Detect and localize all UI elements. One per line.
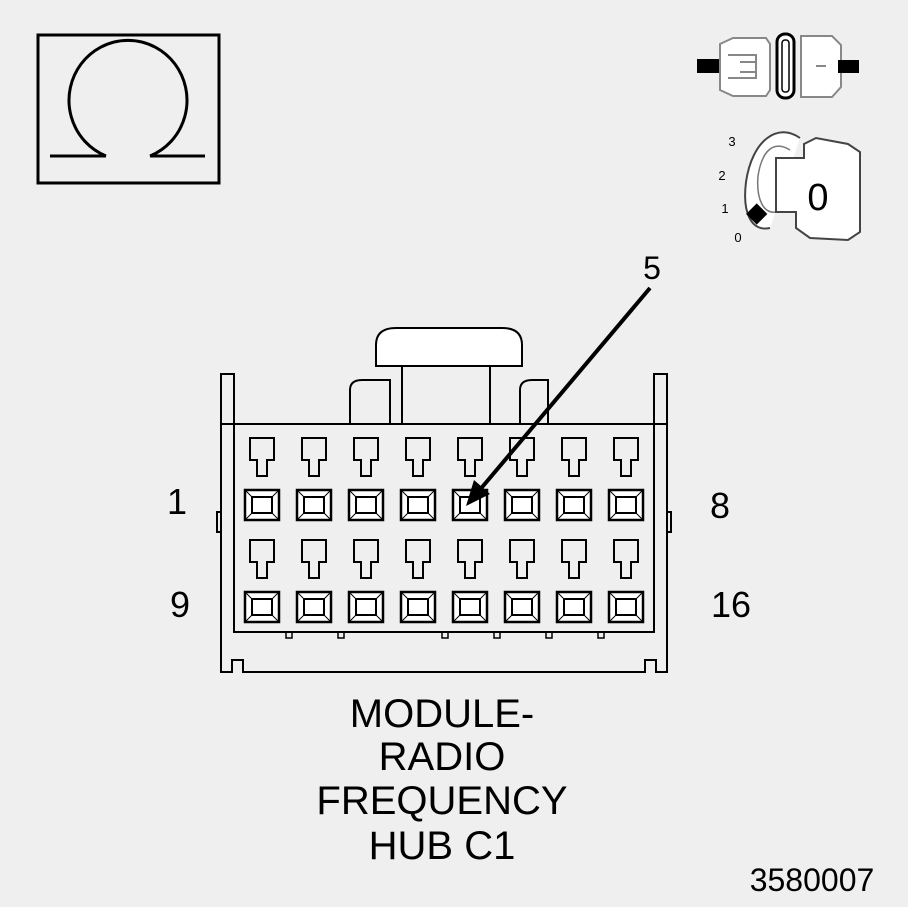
pin-label-9: 9 — [170, 584, 190, 625]
pin-cavity-4 — [399, 488, 437, 522]
housing-notch — [597, 631, 605, 639]
pin-terminal-key — [457, 539, 483, 579]
pin-cavity-9 — [243, 590, 281, 624]
pin-terminal-key — [509, 437, 535, 477]
pin-terminal-key — [613, 539, 639, 579]
pin-terminal-key — [613, 437, 639, 477]
ignition-position-3: 3 — [728, 134, 735, 149]
housing-notch — [337, 631, 345, 639]
pin-cavity-6 — [503, 488, 541, 522]
pin-terminal-key — [249, 437, 275, 477]
pin-cavity-15 — [555, 590, 593, 624]
pin-terminal-key — [353, 539, 379, 579]
pin-terminal-key — [457, 437, 483, 477]
ignition-position-2: 2 — [718, 168, 725, 183]
pin-cavity-10 — [295, 590, 333, 624]
housing-notch — [441, 631, 449, 639]
figure-id: 3580007 — [750, 862, 875, 898]
pin-terminal-key — [561, 437, 587, 477]
housing-notch — [285, 631, 293, 639]
pin-cavity-13 — [451, 590, 489, 624]
pin-terminal-key — [301, 437, 327, 477]
disconnected-connector-icon — [697, 32, 859, 100]
pin-terminal-key — [249, 539, 275, 579]
pin-label-8: 8 — [710, 485, 730, 526]
title-line-1: MODULE- — [350, 692, 534, 736]
pin-terminal-key — [353, 437, 379, 477]
ignition-position-0: 0 — [734, 230, 741, 245]
ignition-key-icon: 0 3 2 1 0 — [718, 131, 861, 245]
pin-cavity-16 — [607, 590, 645, 624]
title-line-4: HUB C1 — [369, 824, 516, 868]
connector-title: MODULE- RADIO FREQUENCY HUB C1 — [316, 692, 567, 868]
pin-terminal-key — [405, 539, 431, 579]
title-line-2: RADIO — [379, 735, 506, 779]
pin-terminal-key — [301, 539, 327, 579]
housing-notch — [545, 631, 553, 639]
ignition-position-1: 1 — [721, 201, 728, 216]
pin-cavity-1 — [243, 488, 281, 522]
pin-cavity-3 — [347, 488, 385, 522]
pin-cavity-14 — [503, 590, 541, 624]
pin-cavity-12 — [399, 590, 437, 624]
pin-terminal-key — [509, 539, 535, 579]
pin-cavity-2 — [295, 488, 333, 522]
pin-label-1: 1 — [167, 481, 187, 522]
ohmmeter-icon — [36, 33, 221, 185]
pin-cavity-11 — [347, 590, 385, 624]
title-line-3: FREQUENCY — [316, 779, 567, 823]
pin-terminal-key — [561, 539, 587, 579]
connector-pin-grid — [243, 437, 645, 639]
pin-label-16: 16 — [711, 584, 751, 625]
callout-arrow — [466, 286, 652, 506]
pin-terminal-key — [405, 437, 431, 477]
connector-housing — [216, 327, 672, 673]
housing-notch — [493, 631, 501, 639]
callout-number: 5 — [643, 250, 661, 286]
pin-cavity-7 — [555, 488, 593, 522]
key-position-label: 0 — [807, 177, 828, 219]
pin-cavity-8 — [607, 488, 645, 522]
